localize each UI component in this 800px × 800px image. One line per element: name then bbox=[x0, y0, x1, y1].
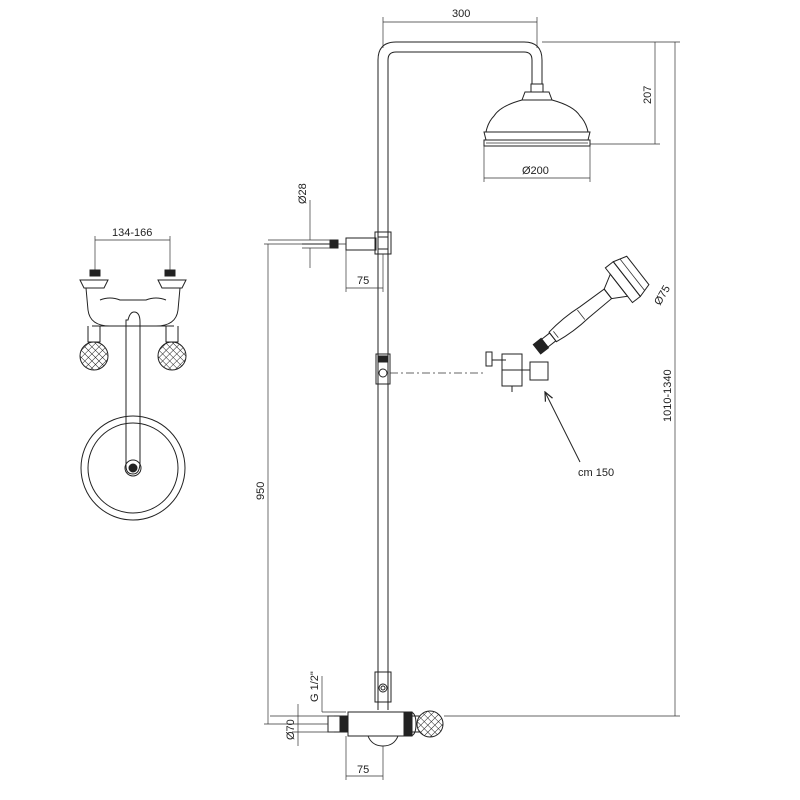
head-diameter-label: Ø200 bbox=[522, 165, 549, 177]
hose-length-label: cm 150 bbox=[578, 467, 614, 479]
thread-label: G 1/2" bbox=[309, 671, 321, 702]
head-height-label: 207 bbox=[642, 86, 654, 104]
pipe-diameter-dimension: Ø28 bbox=[268, 183, 330, 268]
right-cross-handle-knob bbox=[157, 341, 187, 371]
lower-riser-bracket bbox=[374, 671, 392, 703]
top-offset-dimension: 75 bbox=[345, 250, 384, 292]
head-diameter-dimension: Ø200 bbox=[483, 146, 591, 182]
mixer-body bbox=[85, 287, 181, 327]
hose-length-callout: cm 150 bbox=[545, 392, 614, 479]
hand-shower: Ø75 bbox=[532, 255, 673, 355]
left-cross-handle-knob bbox=[79, 341, 109, 371]
arm-length-dimension: 300 bbox=[382, 8, 538, 48]
left-eccentric bbox=[79, 279, 109, 289]
arm-length-label: 300 bbox=[452, 8, 470, 20]
front-riser-pipe bbox=[125, 311, 141, 475]
bottom-offset-label: 75 bbox=[357, 764, 369, 776]
thermostatic-mixer bbox=[327, 710, 444, 747]
top-offset-label: 75 bbox=[357, 275, 369, 287]
wall-rosette-outer bbox=[80, 415, 186, 521]
shower-arm-inner bbox=[387, 51, 533, 84]
head-height-dimension: 207 bbox=[542, 41, 660, 145]
shower-head bbox=[483, 83, 591, 147]
height-950-label: 950 bbox=[255, 482, 267, 500]
shower-column: 300 207 Ø200 bbox=[255, 8, 680, 780]
bottom-offset-dimension: 75 bbox=[345, 736, 384, 780]
inlet-spacing-dimension: 134-166 bbox=[94, 227, 171, 272]
wall-rosette-inner bbox=[87, 422, 179, 514]
inlet-diameter-dimension: Ø70 bbox=[270, 704, 334, 746]
total-height-dimension: 1010-1340 bbox=[444, 41, 680, 717]
inlet-spacing-label: 134-166 bbox=[112, 227, 152, 239]
height-950-dimension: 950 bbox=[255, 243, 328, 725]
thread-dimension: G 1/2" bbox=[309, 671, 346, 713]
pipe-diameter-label: Ø28 bbox=[297, 183, 309, 204]
mixer-knob bbox=[416, 710, 444, 738]
holder-side-detail bbox=[485, 351, 549, 392]
sliding-holder bbox=[375, 353, 486, 385]
upper-wall-bracket bbox=[302, 231, 392, 255]
right-eccentric bbox=[157, 279, 187, 289]
total-height-label: 1010-1340 bbox=[662, 369, 674, 422]
left-inlet-nut bbox=[89, 269, 101, 277]
shower-arm-outer bbox=[377, 41, 543, 84]
front-view-mixer: 134-166 bbox=[79, 227, 187, 521]
inlet-diameter-label: Ø70 bbox=[285, 719, 297, 740]
hand-shower-diameter-label: Ø75 bbox=[652, 283, 673, 307]
right-inlet-nut bbox=[164, 269, 176, 277]
